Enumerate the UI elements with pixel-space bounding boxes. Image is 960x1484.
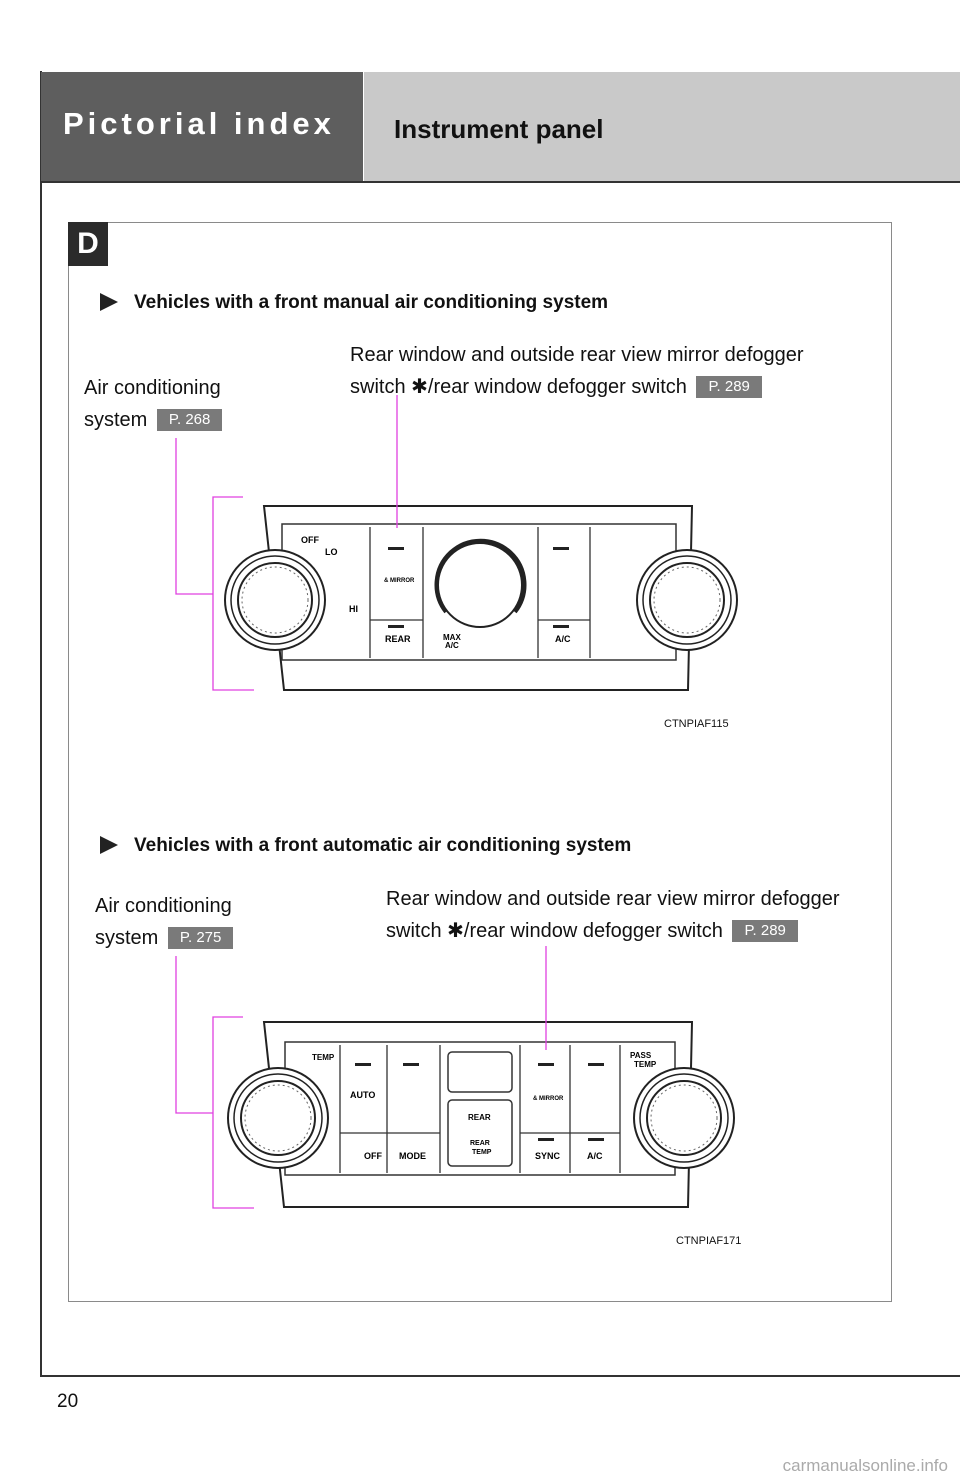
max-label: MAX — [443, 633, 461, 642]
lo-label: LO — [325, 547, 338, 557]
rear-label: REAR — [385, 634, 411, 644]
pass-temp-label: TEMP — [634, 1060, 657, 1069]
arrow-right-icon — [100, 836, 118, 854]
temp-label: TEMP — [312, 1053, 335, 1062]
recirc-indicator — [588, 1063, 604, 1066]
off-label: OFF — [364, 1151, 382, 1161]
page-number: 20 — [57, 1391, 79, 1412]
page-title: Instrument panel — [394, 114, 604, 144]
defrost-indicator — [403, 1063, 419, 1066]
manual-ac-panel: OFF LO HI & MIRROR REAR MAX A/C A/C — [224, 505, 738, 691]
mode-label: MODE — [399, 1151, 426, 1161]
auto-indicator — [355, 1063, 371, 1066]
manual-defog-callout: Rear window and outside rear view mirror… — [350, 344, 804, 398]
auto-label: AUTO — [350, 1090, 375, 1100]
off-label: OFF — [301, 535, 319, 545]
manual-heading: Vehicles with a front manual air conditi… — [100, 292, 608, 314]
section-letter: D — [68, 222, 108, 266]
max-ac-label: A/C — [445, 641, 459, 650]
fan-speed-button[interactable] — [447, 1051, 513, 1093]
rear-defog-indicator — [388, 547, 404, 550]
rear2-label: REAR — [470, 1140, 490, 1147]
mirror-label: & MIRROR — [533, 1096, 564, 1102]
ac-label: A/C — [555, 634, 571, 644]
ac-indicator — [553, 625, 569, 628]
fan-speed-knob[interactable] — [224, 549, 326, 651]
mirror-label: & MIRROR — [384, 578, 415, 584]
center-temp-dial[interactable] — [434, 538, 527, 628]
manual-leader-lines — [175, 395, 398, 691]
page-ref-link[interactable]: P. 289 — [696, 376, 762, 398]
recirc-indicator — [553, 547, 569, 550]
hi-label: HI — [349, 604, 358, 614]
figure-code: CTNPIAF115 — [664, 718, 729, 730]
mode-knob[interactable] — [636, 549, 738, 651]
section-box — [68, 222, 892, 1302]
rear-temp-button[interactable] — [447, 1099, 513, 1167]
rear-label: REAR — [468, 1113, 491, 1122]
pass-label: PASS — [630, 1051, 652, 1060]
auto-ac-panel: TEMP PASS TEMP AUTO OFF MODE REAR REAR T… — [227, 1021, 735, 1208]
watermark: carmanualsonline.info — [782, 1456, 948, 1475]
manual-ac-callout: Air conditioning system P. 268 — [84, 377, 223, 431]
page-ref-link[interactable]: P. 275 — [167, 927, 234, 949]
rear-defog-indicator — [538, 1063, 554, 1066]
sync-indicator — [538, 1138, 554, 1141]
ac-indicator — [588, 1138, 604, 1141]
section-title: Pictorial index — [63, 106, 335, 141]
arrow-right-icon — [100, 293, 118, 311]
ac-label: A/C — [587, 1151, 603, 1161]
passenger-temp-knob[interactable] — [633, 1067, 735, 1169]
auto-defog-callout: Rear window and outside rear view mirror… — [386, 888, 840, 942]
sync-label: SYNC — [535, 1151, 561, 1161]
page-ref-link[interactable]: P. 268 — [156, 409, 223, 431]
page-frame — [40, 71, 960, 1377]
auto-leader-lines — [175, 946, 547, 1209]
section-tab: Pictorial index — [41, 72, 363, 182]
driver-temp-knob[interactable] — [227, 1067, 329, 1169]
header-bar: Instrument panel — [364, 72, 960, 182]
auto-ac-callout: Air conditioning system P. 275 — [95, 895, 234, 949]
rear-indicator — [388, 625, 404, 628]
rear-temp-label: TEMP — [472, 1149, 492, 1156]
figure-code: CTNPIAF171 — [676, 1235, 742, 1247]
header-divider — [41, 181, 960, 183]
page-ref-link[interactable]: P. 289 — [732, 920, 798, 942]
auto-heading: Vehicles with a front automatic air cond… — [100, 835, 631, 857]
